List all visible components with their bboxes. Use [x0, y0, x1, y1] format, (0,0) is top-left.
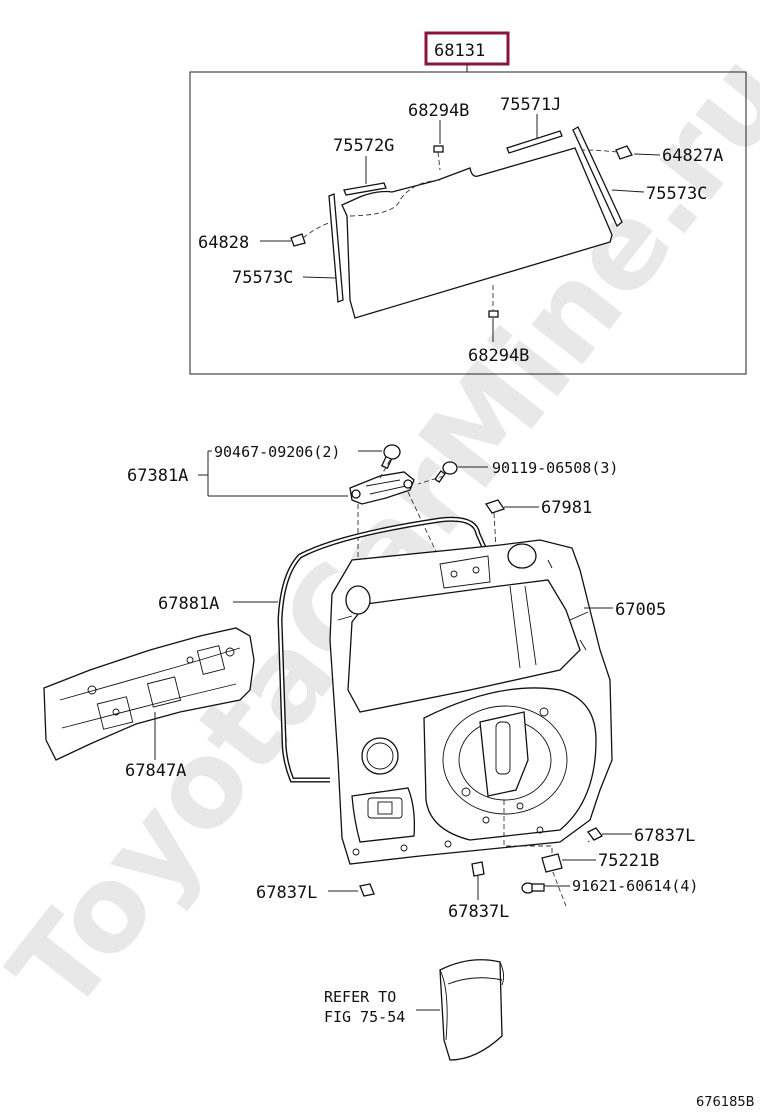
clip-67837l-left[interactable]: [359, 883, 375, 897]
refer-text-line2: FIG 75-54: [324, 1008, 405, 1026]
clip-68294b-bottom[interactable]: [488, 310, 499, 318]
glass-group-frame: [189, 71, 747, 375]
label-64827a[interactable]: 64827A: [662, 146, 723, 166]
emblem-reference-part[interactable]: [439, 959, 505, 1061]
trim-board-67847a[interactable]: [43, 627, 255, 761]
label-75573c-right[interactable]: 75573C: [646, 184, 707, 204]
molding-75571j[interactable]: [506, 130, 563, 154]
stopper-64828[interactable]: [290, 233, 306, 247]
label-67381a[interactable]: 67381A: [127, 466, 188, 486]
door-window-opening: [347, 579, 581, 713]
bracket-75221b[interactable]: [541, 853, 563, 873]
label-75573c-left[interactable]: 75573C: [232, 268, 293, 288]
stopper-64827a[interactable]: [615, 145, 633, 160]
label-90119-06508[interactable]: 90119-06508(3): [492, 459, 618, 477]
label-67837l-left[interactable]: 67837L: [256, 883, 317, 903]
spare-tire-bracket: [479, 711, 529, 797]
label-75572g[interactable]: 75572G: [333, 136, 394, 156]
label-67847a[interactable]: 67847A: [125, 761, 186, 781]
bolt-90467-09206[interactable]: [380, 444, 401, 470]
label-64828[interactable]: 64828: [198, 233, 249, 253]
label-91621-60614[interactable]: 91621-60614(4): [572, 877, 698, 895]
label-67837l-right[interactable]: 67837L: [634, 826, 695, 846]
molding-75573c-right[interactable]: [572, 126, 623, 228]
label-68294b-bottom[interactable]: 68294B: [468, 346, 529, 366]
label-68294b-top[interactable]: 68294B: [408, 101, 469, 121]
door-handle-recess: [351, 787, 416, 843]
label-90467-09206[interactable]: 90467-09206(2): [214, 443, 340, 461]
molding-75573c-left[interactable]: [328, 193, 344, 303]
clip-67837l-bottom[interactable]: [471, 861, 485, 877]
bolt-90119-06508[interactable]: [434, 461, 458, 483]
molding-75572g[interactable]: [343, 182, 387, 196]
label-68131[interactable]: 68131: [434, 41, 485, 61]
label-67005[interactable]: 67005: [615, 600, 666, 620]
refer-text-line1: REFER TO: [324, 988, 396, 1006]
label-67881a[interactable]: 67881A: [158, 594, 219, 614]
screw-91621-60614[interactable]: [521, 882, 545, 894]
clip-68294b-top[interactable]: [433, 145, 444, 153]
label-75571j[interactable]: 75571J: [500, 95, 561, 115]
clip-67837l-right[interactable]: [587, 827, 603, 841]
label-67981[interactable]: 67981: [541, 498, 592, 518]
stopper-67981[interactable]: [484, 499, 506, 514]
label-67837l-bottom[interactable]: 67837L: [448, 902, 509, 922]
label-75221b[interactable]: 75221B: [598, 851, 659, 871]
figure-number: 676185B: [696, 1095, 755, 1110]
